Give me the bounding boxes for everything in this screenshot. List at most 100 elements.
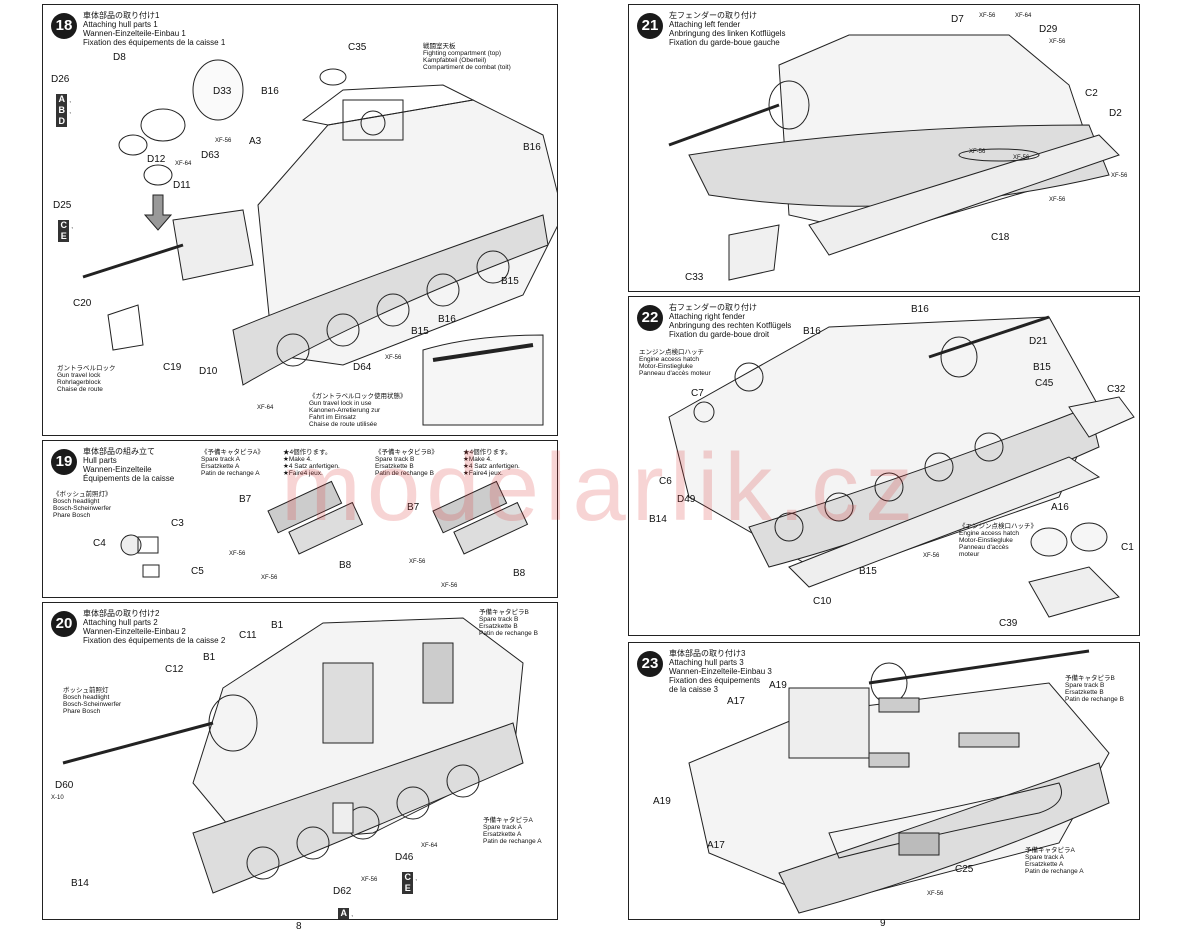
paint-code: XF-56 [1049,39,1066,45]
paint-code: XF-64 [175,161,192,167]
part-label-a3: A3 [249,136,262,147]
part-label-d29: D29 [1039,24,1058,35]
part-label-c18: C18 [991,232,1010,243]
part-label-c7: C7 [691,388,704,399]
box-c: C [402,872,414,883]
paint-code: XF-64 [421,843,438,849]
part-label-c45: C45 [1035,378,1054,389]
bosch-headlight-label: 《ボッシュ前照灯》 Bosch headlight Bosch-Scheinwe… [53,491,112,519]
paint-code: XF-56 [229,551,246,557]
paint-code: XF-56 [923,553,940,559]
part-label-d12: D12 [147,154,166,165]
d62-boxes: A, B, D [331,901,353,919]
part-label-c6: C6 [659,476,672,487]
step-18-panel: 18 車体部品の取り付け1 Attaching hull parts 1 Wan… [42,4,558,436]
step-number: 18 [51,13,77,39]
part-label-d63: D63 [201,150,220,161]
part-label-b14: B14 [71,878,89,889]
hull-drawing [668,34,1120,281]
part-label-c39: C39 [999,618,1018,629]
spare-track-b-label: 《予備キャタピラB》 Spare track B Ersatzkette B P… [375,449,438,477]
step-number: 20 [51,611,77,637]
paint-code: XF-56 [441,583,458,589]
part-label-b16: B16 [261,86,279,97]
box-a: A [56,94,68,105]
part-label-d2: D2 [1109,108,1122,119]
part-label-d62: D62 [333,886,352,897]
part-label-a17: A17 [707,840,725,851]
hull-drawing [668,315,1135,618]
d46-boxes: C, E [395,865,417,901]
part-label-c3: C3 [171,518,184,529]
part-label-b15: B15 [411,326,429,337]
step-title: 右フェンダーの取り付け Attaching right fender Anbri… [669,303,792,339]
box-e: E [402,883,414,894]
part-label-c5: C5 [191,566,204,577]
box-b: B [56,105,68,116]
paint-code: XF-56 [1111,173,1128,179]
step-23-panel: 23 車体部品の取り付け3 Attaching hull parts 3 Wan… [628,642,1140,920]
part-label-d7: D7 [951,14,964,25]
engine-access-hatch-label: 《エンジン点検口ハッチ》 Engine access hatch Motor-E… [959,523,1037,558]
part-label-b15: B15 [1033,362,1051,373]
part-label-d64: D64 [353,362,372,373]
d26-boxes: A, B, D [49,87,71,134]
step-22-panel: 22 右フェンダーの取り付け Attaching right fender An… [628,296,1140,636]
part-label-a19: A19 [769,680,787,691]
gun-lock-in-use-label: 《ガントラベルロック使用状態》 Gun travel lock in use K… [309,393,407,428]
paint-code: XF-56 [1049,197,1066,203]
part-label-a16: A16 [1051,502,1069,513]
step-title: 車体部品の取り付け1 Attaching hull parts 1 Wannen… [83,11,226,47]
part-label-d21: D21 [1029,336,1048,347]
make-4-note: ★4個作ります。 ★Make 4. ★4 Satz anfertigen. ★F… [283,449,340,477]
paint-code: XF-56 [969,149,986,155]
paint-code: XF-56 [261,575,278,581]
paint-code: XF-56 [979,13,996,19]
part-label-b16: B16 [803,326,821,337]
part-label-c25: C25 [955,864,974,875]
step-19-panel: 19 車体部品の組み立て Hull parts Wannen-Einzeltei… [42,440,558,598]
page-number-left: 8 [296,921,302,932]
hull-drawing [62,617,524,894]
step-number: 21 [637,13,663,39]
part-label-c2: C2 [1085,88,1098,99]
box-d: D [56,116,68,127]
step-title: 車体部品の取り付け3 Attaching hull parts 3 Wannen… [669,649,772,694]
part-label-b16: B16 [911,304,929,315]
part-label-c33: C33 [685,272,704,283]
make-4-note: ★4個作ります。 ★Make 4. ★4 Satz anfertigen. ★F… [463,449,520,477]
paint-code: XF-56 [409,559,426,565]
part-label-c1: C1 [1121,542,1134,553]
step-title: 左フェンダーの取り付け Attaching left fender Anbrin… [669,11,786,47]
d25-boxes: C, E [51,213,73,249]
paint-code: XF-56 [1013,155,1030,161]
part-label-b7: B7 [239,494,252,505]
paint-code: XF-56 [215,138,232,144]
spare-track-a-label: 予備キャタピラA Spare track A Ersatzkette A Pat… [483,817,542,845]
part-label-d8: D8 [113,52,126,63]
paint-code: XF-56 [927,891,944,897]
part-label-b7: B7 [407,502,420,513]
box-e: E [58,231,70,242]
step-number: 19 [51,449,77,475]
part-label-b15: B15 [501,276,519,287]
step-title: 車体部品の取り付け2 Attaching hull parts 2 Wannen… [83,609,226,645]
part-label-c32: C32 [1107,384,1126,395]
part-label-b16: B16 [438,314,456,325]
part-label-b15: B15 [859,566,877,577]
page-number-right: 9 [880,918,886,929]
part-label-c35: C35 [348,42,367,53]
part-label-c4: C4 [93,538,106,549]
part-label-b16: B16 [523,142,541,153]
hull-drawing [82,59,557,426]
paint-code: XF-64 [257,405,274,411]
paint-code: X-10 [51,795,64,801]
fighting-compartment-label: 戦闘室天板 Fighting compartment (top) Kampfab… [423,43,511,71]
spare-track-b-label: 予備キャタピラB Spare track B Ersatzkette B Pat… [1065,675,1124,703]
parts-drawing [120,480,529,578]
part-label-c11: C11 [239,630,257,641]
part-label-c20: C20 [73,298,92,309]
part-label-c19: C19 [163,362,182,373]
part-label-d26: D26 [51,74,70,85]
spare-track-a-label: 《予備キャタピラA》 Spare track A Ersatzkette A P… [201,449,264,477]
